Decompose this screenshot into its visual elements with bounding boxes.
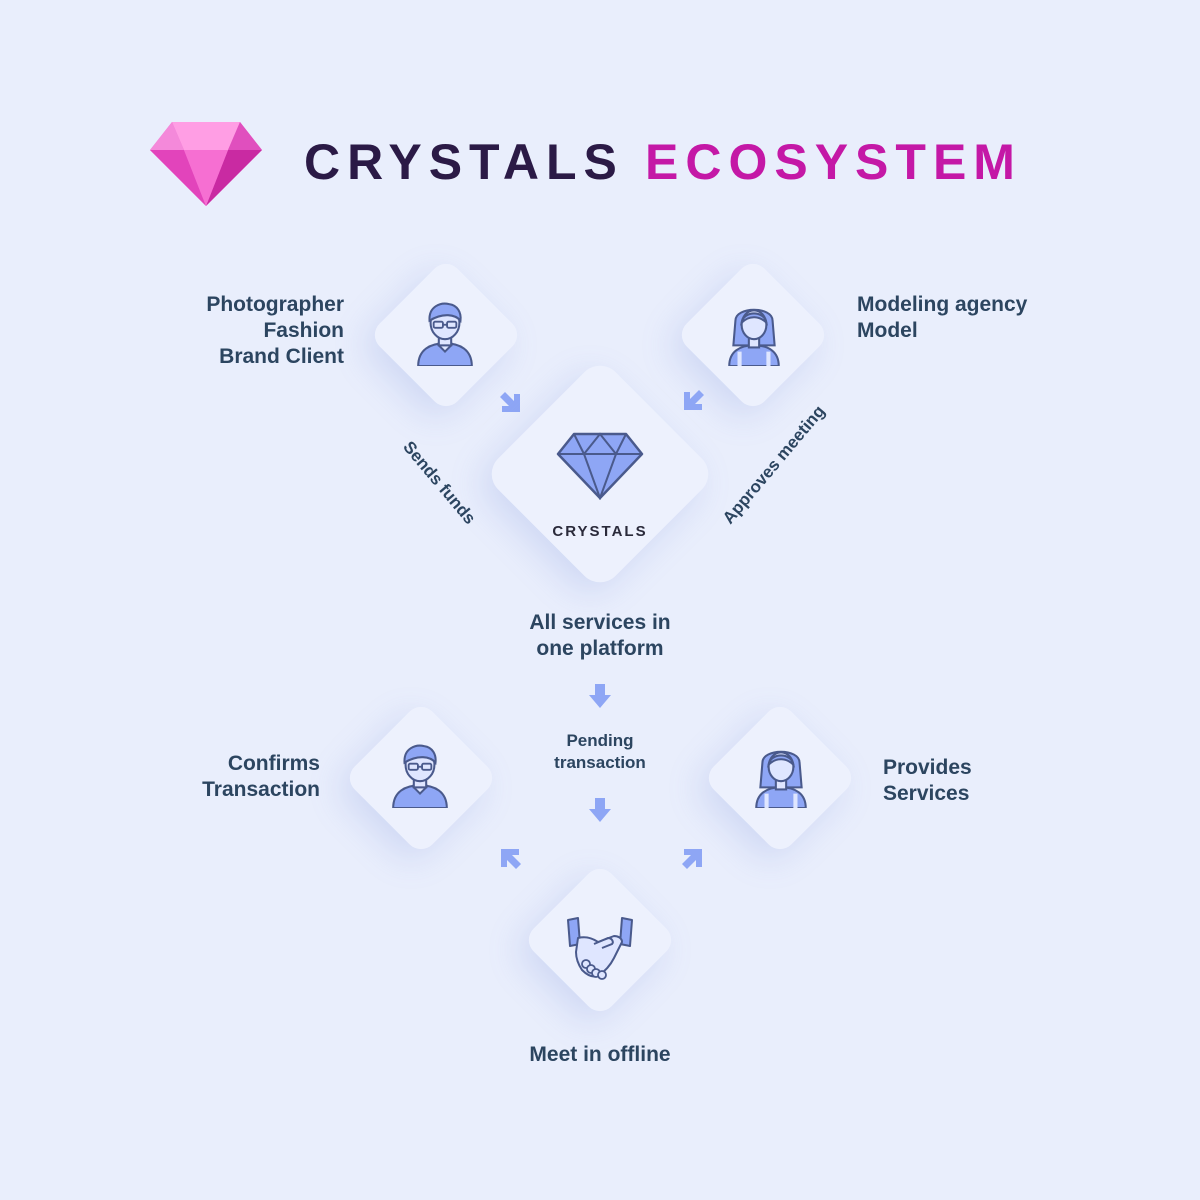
client-label: Photographer Fashion Brand Client [206,293,344,368]
pink-gem-logo-icon [150,122,262,206]
provide-label: Provides Services [883,756,972,805]
meet-caption: Meet in offline [529,1043,671,1066]
pending-transaction-label: Pending transaction [554,731,646,772]
woman-icon [728,308,780,366]
crystal-diamond-icon [556,432,644,500]
man-with-glasses-icon [392,744,448,808]
arrow-down-icon [589,798,611,822]
title-ecosystem: ECOSYSTEM [645,134,1022,190]
hub-name: CRYSTALS [552,523,648,540]
handshake-icon [567,917,633,980]
man-with-glasses-icon [417,302,473,366]
hub-caption: All services in one platform [529,611,671,660]
title-crystals: CRYSTALS [304,134,624,190]
arrow-down-right-icon [500,392,520,412]
woman-icon [755,750,807,808]
agency-label: Modeling agency Model [857,293,1028,342]
arrow-down-left-icon [684,390,704,410]
arrow-down-icon [589,684,611,708]
confirm-label: Confirms Transaction [202,752,320,801]
arrow-up-left-icon [501,849,521,869]
approves-meeting-label: Approves meeting [718,401,829,528]
arrow-up-right-icon [682,849,702,869]
sends-funds-label: Sends funds [399,437,480,528]
